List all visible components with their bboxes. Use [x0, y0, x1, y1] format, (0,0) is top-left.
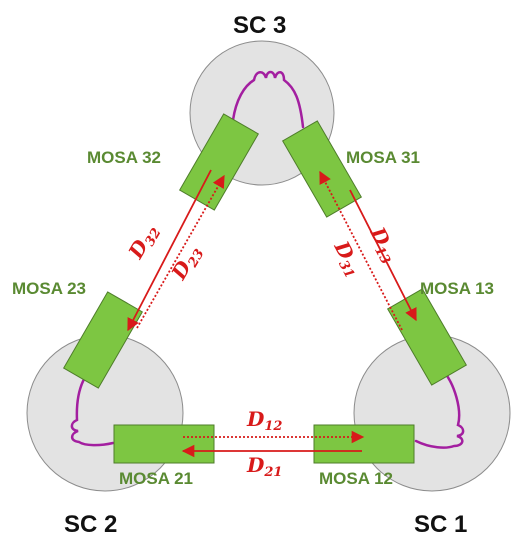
mosa-21-label: MOSA 21 — [119, 469, 193, 488]
mosa-32-box — [178, 113, 260, 211]
mosa-13-label: MOSA 13 — [420, 279, 494, 298]
d32-label: D32 — [123, 220, 165, 265]
d31-label: D31 — [326, 236, 367, 281]
mosa-31-box — [281, 120, 363, 218]
link-32-solid-beam — [127, 169, 212, 332]
d23-label: D23 — [166, 241, 208, 286]
mosa-23-label: MOSA 23 — [12, 279, 86, 298]
d13-label: D13 — [362, 222, 403, 267]
d21-label: D21 — [246, 453, 282, 480]
mosa-32-label: MOSA 32 — [87, 148, 161, 167]
link-31-dotted-beam — [319, 170, 403, 331]
link-13-solid-beam — [349, 189, 417, 322]
sc2-label: SC 2 — [64, 511, 117, 536]
mosa-23-box — [62, 291, 144, 389]
d12-label: D12 — [246, 407, 282, 434]
sc3-label: SC 3 — [233, 12, 286, 39]
link-23-dotted-beam — [136, 174, 225, 329]
mosa-12-box — [313, 424, 415, 464]
mosa-21-box — [113, 424, 215, 464]
mosa-12-label: MOSA 12 — [319, 469, 393, 488]
mosa-31-label: MOSA 31 — [346, 148, 420, 167]
sc3-fiber — [231, 70, 305, 129]
sc2-fiber — [70, 363, 115, 447]
sc1-label: SC 1 — [414, 511, 467, 536]
sc1-fiber — [414, 368, 465, 449]
